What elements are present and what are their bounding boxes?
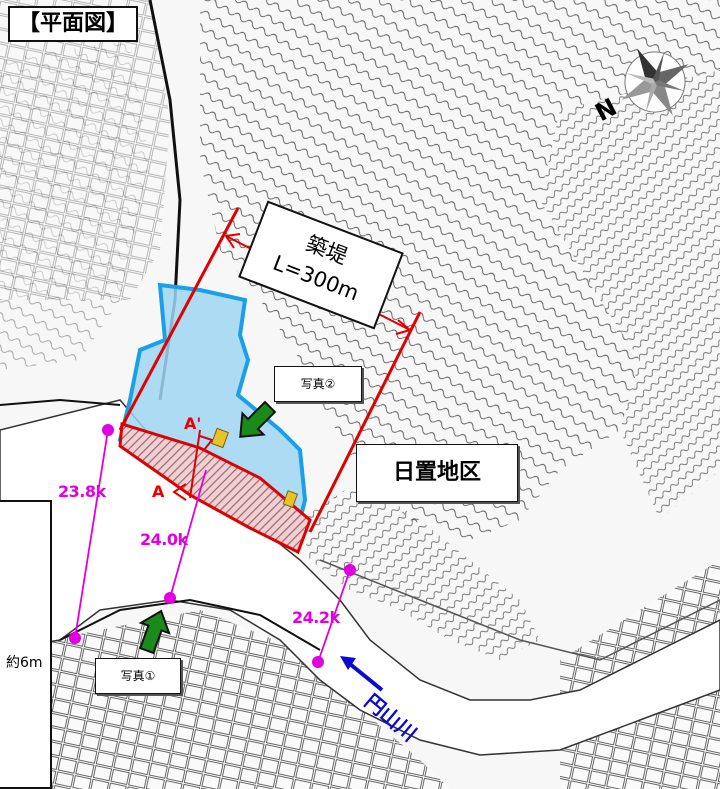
section-label-a: A <box>152 482 165 501</box>
km-post-dot-4 <box>344 564 356 576</box>
km-post-label-24-0: 24.0k <box>140 530 188 549</box>
km-post-line-24-0 <box>169 469 207 599</box>
km-post-line-24-2 <box>317 569 351 663</box>
levee-planned <box>118 422 312 555</box>
district-label: 日置地区 <box>356 444 518 502</box>
boundary-west <box>118 207 240 431</box>
boundary-east <box>308 311 422 533</box>
depth-label: 約6m <box>6 655 43 671</box>
section-label-a-prime: A' <box>184 414 202 433</box>
town-south <box>0 610 450 789</box>
km-post-label-23-8: 23.8k <box>58 482 106 501</box>
section-line <box>189 429 201 499</box>
photo-1-callout: 写真① <box>95 658 181 694</box>
hill-south-spur <box>300 480 540 660</box>
marker-yellow-1 <box>210 427 230 449</box>
road-east <box>319 559 720 661</box>
km-posts <box>69 424 356 668</box>
photo-1-arrow-icon <box>138 609 171 655</box>
dimension-arrow-head-start <box>224 233 241 249</box>
levee-road-south <box>59 598 321 651</box>
hill-east <box>540 70 720 520</box>
km-post-dot-2 <box>69 632 81 644</box>
section-arrow-a-prime <box>199 435 214 451</box>
km-post-dot-1 <box>102 424 114 436</box>
km-post-dot-5 <box>312 656 324 668</box>
section-arrow-a <box>172 483 187 501</box>
map-title: 【平面図】 <box>8 6 139 42</box>
fields-west <box>0 0 170 300</box>
hill-north <box>200 0 720 540</box>
photo-2-callout: 写真② <box>274 366 362 402</box>
compass-rose-icon <box>621 48 689 116</box>
km-post-line-23-8 <box>74 429 109 639</box>
km-post-dot-3 <box>164 592 176 604</box>
road-west <box>0 398 121 406</box>
marker-yellow-2 <box>282 490 299 508</box>
cross-section-panel <box>0 500 52 789</box>
river-flow-arrow-icon <box>340 656 384 692</box>
km-post-label-24-2: 24.2k <box>292 608 340 627</box>
photo-2-arrow-icon <box>239 400 277 438</box>
dimension-arrow-head-end <box>395 319 413 335</box>
